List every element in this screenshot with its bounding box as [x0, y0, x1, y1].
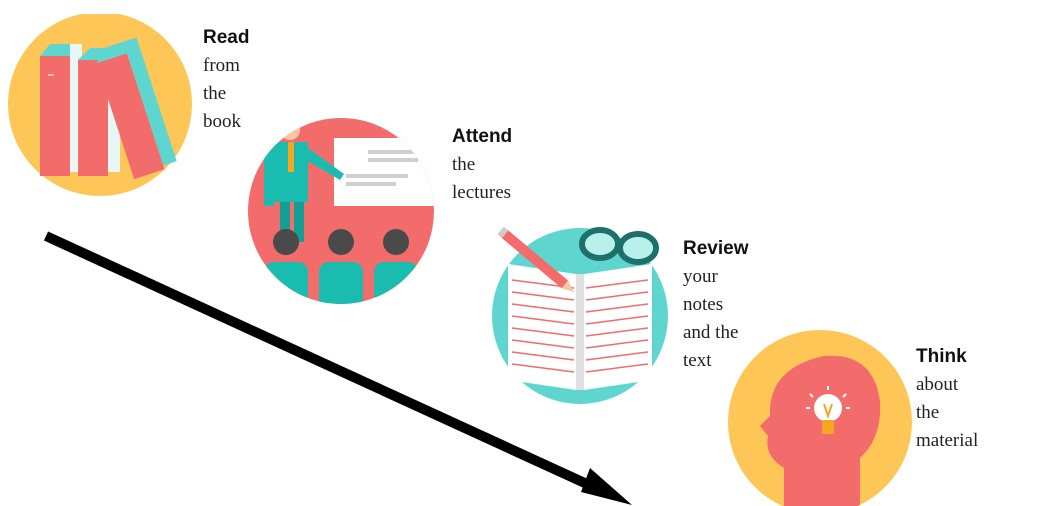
step-review-text-1: your notes: [683, 266, 724, 315]
step-think-keyword: Think: [916, 346, 967, 367]
step-review-text-2: and the text: [683, 322, 739, 371]
step-read-label: Read from the book: [203, 24, 249, 136]
step-attend-text: the lectures: [452, 154, 512, 203]
step-think-text-1: about: [916, 374, 959, 395]
notes-icon: [492, 226, 668, 404]
step-read-keyword: Read: [203, 27, 250, 48]
step-review-keyword: Review: [683, 238, 749, 259]
lecture-icon: [248, 118, 434, 304]
step-read-text: from the book: [203, 55, 241, 132]
step-think-text-2: the material: [916, 402, 979, 451]
think-icon: [728, 330, 912, 506]
step-attend-keyword: Attend: [452, 126, 513, 147]
step-think-label: Think about the material: [916, 343, 978, 455]
step-review-label: Review your notes and the text: [683, 235, 748, 375]
books-icon: [8, 14, 192, 196]
step-attend-label: Attend the lectures: [452, 123, 512, 207]
